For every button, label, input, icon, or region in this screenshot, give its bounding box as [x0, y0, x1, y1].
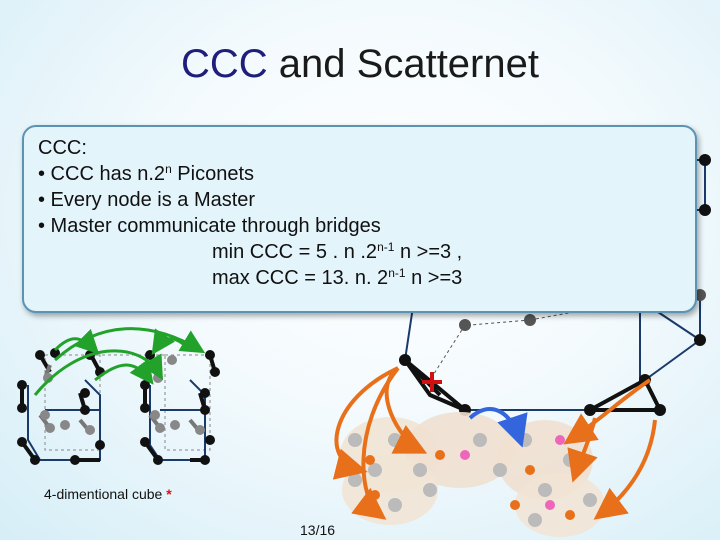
asterisk-icon: *: [166, 486, 172, 502]
cross-icon: [422, 372, 442, 392]
piconet-arrows: [332, 366, 657, 520]
callout-max-formula: max CCC = 13. n. 2n-1 n >=3: [212, 266, 463, 289]
slide-title: CCC and Scatternet: [0, 42, 720, 87]
title-rest: and Scatternet: [267, 42, 539, 86]
callout-bullet-master: • Every node is a Master: [38, 189, 256, 211]
four-dimensional-cube: [17, 327, 220, 465]
callout-bullet-piconets: • CCC has n.2n Piconets: [38, 162, 255, 185]
slide-number: 13/16: [300, 522, 336, 538]
ccc-callout-box: CCC: • CCC has n.2n Piconets • Every nod…: [22, 125, 697, 313]
title-accent: CCC: [181, 42, 268, 86]
callout-heading-text: CCC: [38, 137, 82, 159]
cube-caption: 4-dimentional cube *: [44, 486, 172, 502]
piconet-cluster: [340, 412, 605, 537]
callout-heading: CCC:: [38, 137, 87, 159]
callout-bullet-bridges: • Master communicate through bridges: [38, 215, 381, 237]
callout-min-formula: min CCC = 5 . n .2n-1 n >=3 ,: [212, 240, 463, 263]
